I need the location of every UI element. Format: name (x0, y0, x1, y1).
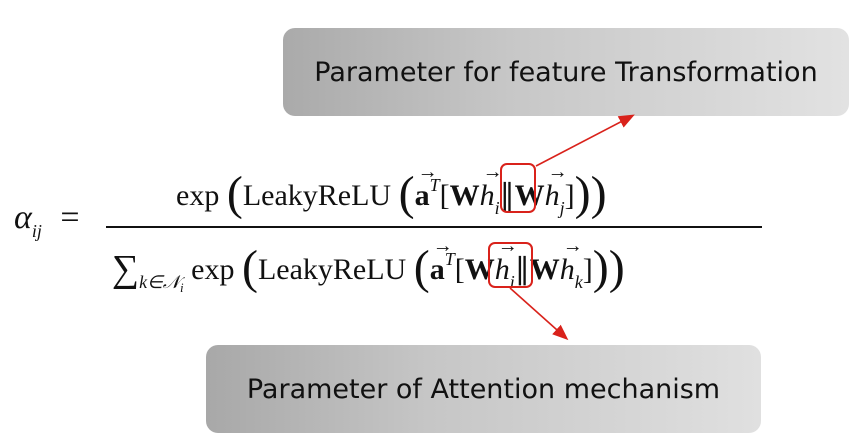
den-bracket-open: [ (454, 253, 465, 286)
formula-numerator: exp (LeakyReLU (aT[Whi∥Whj])) (176, 161, 607, 220)
num-leaky: LeakyReLU (242, 179, 392, 212)
num-h-2: h (545, 161, 568, 213)
num-a-vector: a (415, 161, 438, 213)
callout-feature-transformation-text: Parameter for feature Transformation (314, 56, 818, 88)
callout-attention-mechanism: Parameter of Attention mechanism (206, 345, 761, 433)
num-bracket-close: ] (564, 179, 575, 212)
den-transpose: T (444, 249, 455, 269)
den-leaky: LeakyReLU (257, 253, 407, 286)
den-paren-close-2: ) (592, 241, 609, 294)
num-sub-j: j (559, 198, 565, 218)
den-sub-i: i (509, 272, 515, 292)
sum-subscript-i: i (180, 280, 184, 295)
fraction-line (106, 226, 762, 228)
num-concat: ∥ (499, 179, 515, 212)
highlight-box-a (488, 242, 533, 288)
num-sub-i: i (494, 198, 500, 218)
num-paren-close-2: ) (574, 167, 591, 220)
num-bracket-open: [ (439, 179, 450, 212)
num-paren-open-1: ( (226, 167, 243, 220)
arrow-to-feature-transformation (535, 114, 635, 167)
alpha-symbol: α (14, 199, 32, 236)
alpha-subscript: ij (31, 221, 42, 241)
equals-sign: = (60, 199, 80, 236)
den-concat: ∥ (514, 253, 530, 286)
den-paren-open-1: ( (241, 241, 258, 294)
sum-symbol: ∑ (112, 248, 140, 290)
num-paren-open-2: ( (398, 167, 415, 220)
den-bracket-close: ] (582, 253, 593, 286)
callout-feature-transformation: Parameter for feature Transformation (283, 28, 849, 116)
arrow-to-attention-mechanism (509, 287, 569, 341)
num-exp: exp (176, 179, 220, 212)
highlight-box-W (500, 163, 536, 213)
formula-lhs: αij = (14, 199, 80, 241)
den-W-2: W (529, 253, 560, 286)
den-a-vector: a (430, 235, 453, 287)
num-paren-close-1: ) (590, 167, 607, 220)
sum-subscript: k∈𝒩 (139, 272, 181, 292)
num-h-1: h (480, 161, 503, 213)
den-h-2: h (560, 235, 583, 287)
callout-attention-mechanism-text: Parameter of Attention mechanism (246, 373, 721, 405)
den-paren-open-2: ( (413, 241, 430, 294)
formula-denominator: ∑k∈𝒩i exp (LeakyReLU (aT[Whi∥Whk])) (112, 235, 625, 295)
den-sub-k: k (574, 272, 583, 292)
den-h-1: h (495, 235, 518, 287)
den-paren-close-1: ) (608, 241, 625, 294)
den-exp: exp (191, 253, 235, 286)
num-W-1: W (449, 179, 480, 212)
num-transpose: T (429, 175, 440, 195)
